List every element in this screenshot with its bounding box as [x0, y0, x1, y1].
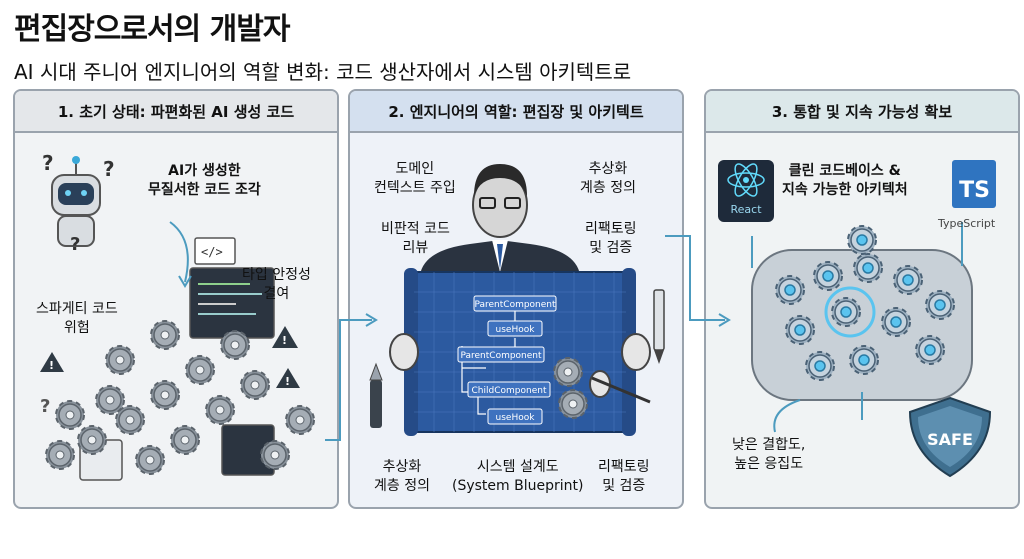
gear-pile-icon — [45, 320, 315, 475]
svg-text:?: ? — [40, 396, 50, 417]
label-abstraction-top: 추상화 계층 정의 — [580, 160, 636, 198]
svg-text:!: ! — [285, 375, 290, 388]
typescript-logo-icon: TS — [952, 160, 996, 208]
label-domain-context: 도메인 컨텍스트 주입 — [374, 160, 456, 198]
confused-robot-icon: ? ? ? ? — [40, 151, 115, 417]
svg-text:?: ? — [70, 234, 80, 255]
svg-text:!: ! — [49, 359, 54, 372]
gear-machine-icon — [751, 222, 973, 401]
pen-icon — [369, 362, 383, 428]
react-atom-icon — [727, 163, 765, 197]
typescript-label: TypeScript — [938, 217, 996, 230]
flow-arrow-1 — [325, 313, 378, 441]
warning-icons: ! ! ! — [40, 326, 300, 388]
label-line: 지속 가능한 아키텍처 — [782, 182, 908, 198]
label-line: 스파게티 코드 — [36, 301, 118, 317]
label-line: 및 검증 — [589, 240, 633, 256]
label-type-safety: 타입 안정성 결여 — [242, 266, 311, 304]
label-line: 시스템 설계도 — [476, 459, 559, 475]
panel-3-heading: 3. 통합 및 지속 가능성 확보 — [706, 91, 1018, 133]
shield-label: SAFE — [927, 430, 973, 449]
blueprint-node: ParentComponent — [474, 300, 556, 310]
label-line: 리뷰 — [402, 240, 429, 256]
label-system-blueprint: 시스템 설계도 (System Blueprint) — [452, 458, 583, 496]
safe-shield-icon: SAFE — [908, 396, 992, 478]
label-line: 도메인 — [395, 161, 435, 177]
label-clean-codebase: 클린 코드베이스 & 지속 가능한 아키텍처 — [782, 162, 908, 200]
label-line: AI가 생성한 — [168, 163, 241, 179]
label-line: 비판적 코드 — [381, 221, 450, 237]
label-line: 리팩토링 — [598, 459, 650, 475]
svg-text:</>: </> — [201, 245, 223, 259]
label-line: 추상화 — [588, 161, 628, 177]
panel-2-heading: 2. 엔지니어의 역할: 편집장 및 아키텍트 — [350, 91, 682, 133]
blueprint-node: ParentComponent — [460, 351, 542, 361]
engineer-figure-icon — [420, 164, 580, 275]
hands-icon — [389, 333, 651, 404]
label-coupling-cohesion: 낮은 결합도, 높은 응집도 — [732, 436, 805, 474]
label-refactor-bottom: 리팩토링 및 검증 — [598, 458, 650, 496]
label-line: (System Blueprint) — [452, 478, 584, 494]
label-line: 계층 정의 — [374, 478, 430, 494]
page-title: 편집장으로서의 개발자 — [14, 12, 290, 47]
blueprint-node: ChildComponent — [472, 386, 547, 396]
pencil-icon — [653, 289, 665, 364]
label-line: 결여 — [263, 286, 290, 302]
label-line: 타입 안정성 — [242, 267, 311, 283]
svg-text:?: ? — [103, 157, 115, 181]
blueprint-icon: ParentComponent useHook ParentComponent … — [404, 268, 636, 436]
react-logo-icon: React — [718, 160, 774, 222]
blueprint-node: useHook — [496, 413, 536, 423]
label-line: 컨텍스트 주입 — [374, 180, 456, 196]
label-line: 위험 — [63, 320, 90, 336]
label-line: 및 검증 — [602, 478, 646, 494]
label-line: 클린 코드베이스 & — [788, 163, 901, 179]
label-line: 추상화 — [382, 459, 422, 475]
react-label: React — [730, 203, 762, 216]
svg-text:?: ? — [42, 151, 54, 175]
page-subtitle: AI 시대 주니어 엔지니어의 역할 변화: 코드 생산자에서 시스템 아키텍트… — [14, 60, 632, 84]
blueprint-node: useHook — [496, 325, 536, 335]
label-line: 계층 정의 — [580, 180, 636, 196]
label-critical-review: 비판적 코드 리뷰 — [381, 220, 450, 258]
label-ai-fragments: AI가 생성한 무질서한 코드 조각 — [148, 162, 261, 200]
label-line: 무질서한 코드 조각 — [148, 182, 261, 198]
label-refactor-top: 리팩토링 및 검증 — [585, 220, 637, 258]
label-line: 낮은 결합도, — [732, 437, 806, 453]
label-abstraction-bottom: 추상화 계층 정의 — [374, 458, 430, 496]
svg-text:!: ! — [282, 334, 287, 347]
label-line: 리팩토링 — [585, 221, 637, 237]
label-line: 높은 응집도 — [734, 456, 804, 472]
flow-arrow-2 — [665, 235, 731, 327]
panel-1-heading: 1. 초기 상태: 파편화된 AI 생성 코드 — [15, 91, 337, 133]
label-spaghetti: 스파게티 코드 위험 — [36, 300, 118, 338]
